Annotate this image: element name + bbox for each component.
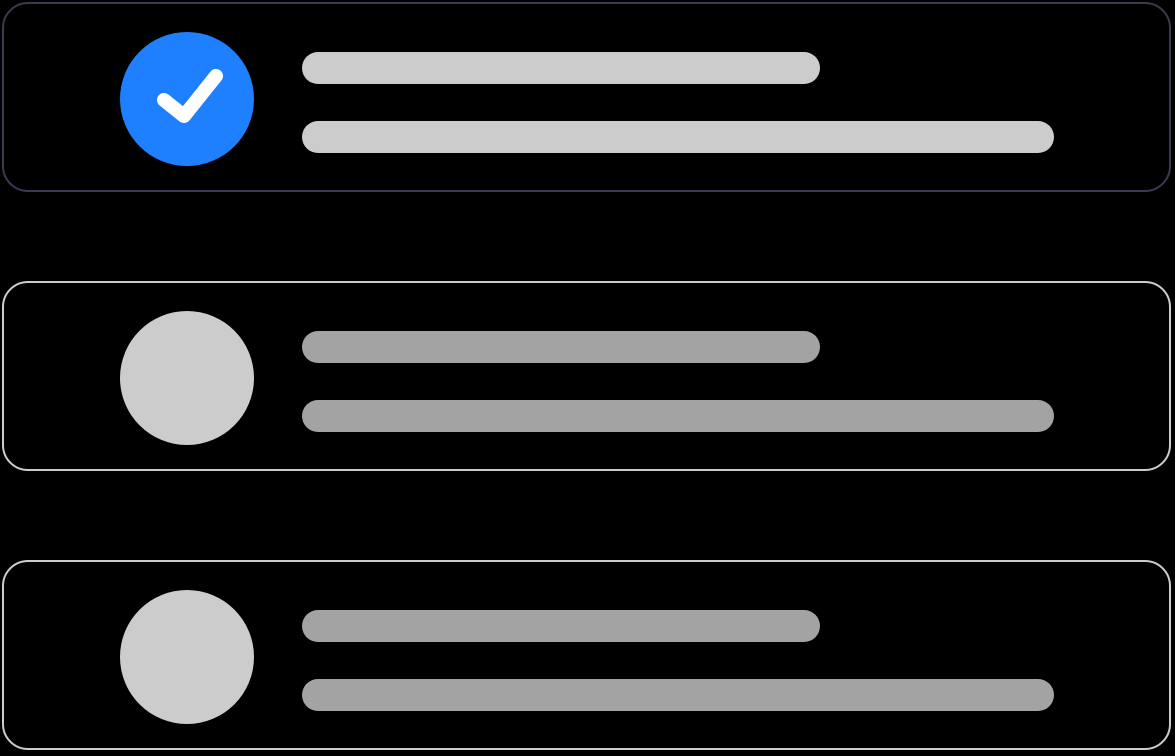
checkmark-icon bbox=[157, 69, 223, 123]
radio-unselected[interactable] bbox=[120, 590, 254, 724]
description-placeholder bbox=[302, 121, 1054, 153]
option-card-3[interactable] bbox=[2, 560, 1171, 750]
radio-unselected[interactable] bbox=[120, 311, 254, 445]
title-placeholder bbox=[302, 52, 820, 84]
title-placeholder bbox=[302, 610, 820, 642]
title-placeholder bbox=[302, 331, 820, 363]
description-placeholder bbox=[302, 679, 1054, 711]
option-card-2[interactable] bbox=[2, 281, 1171, 471]
description-placeholder bbox=[302, 400, 1054, 432]
option-card-1[interactable] bbox=[2, 2, 1171, 192]
radio-selected[interactable] bbox=[120, 32, 254, 166]
